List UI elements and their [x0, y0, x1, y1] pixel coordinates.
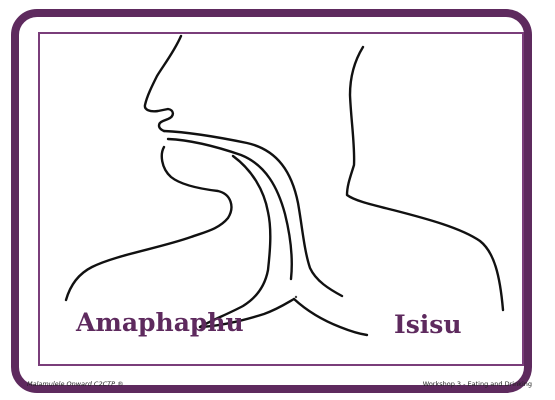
- footer-workshop-title: Workshop 3 - Eating and Drinking: [423, 380, 532, 388]
- esophagus-outer-line: [164, 131, 342, 296]
- face-profile-line: [145, 36, 181, 131]
- lungs-label: Amaphaphu: [76, 310, 244, 335]
- stomach-label: Isisu: [394, 312, 462, 337]
- speck-mark: [295, 296, 297, 298]
- footer-credit: Malamulele Onward C2CTP ®: [27, 380, 124, 388]
- trachea-left-line: [200, 156, 270, 327]
- chin-neck-front-line: [66, 147, 231, 300]
- right-bronchus-line: [294, 299, 367, 335]
- back-of-neck-line: [347, 47, 503, 310]
- esophagus-inner-line: [168, 139, 292, 279]
